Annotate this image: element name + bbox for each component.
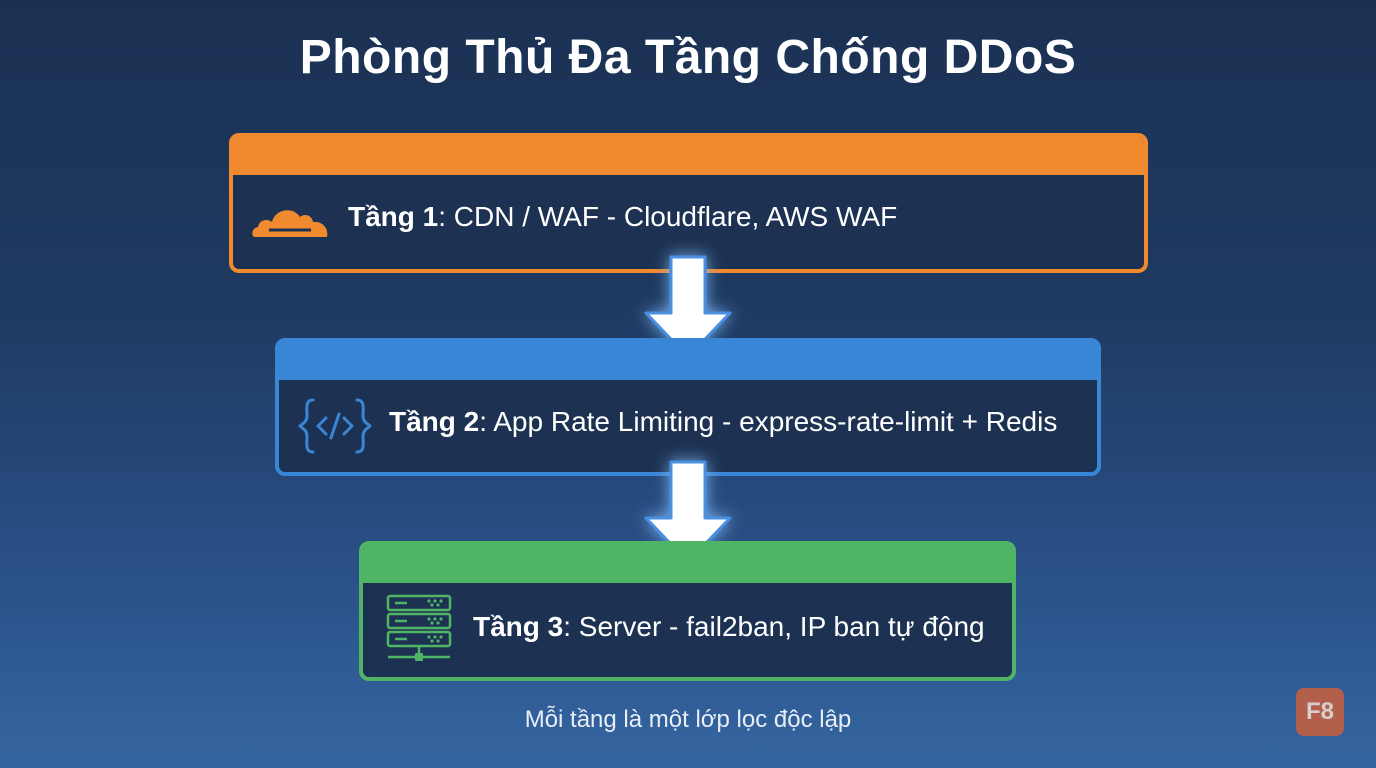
down-arrow-icon: [640, 253, 736, 366]
layer-3-label: Tầng 3: Server - fail2ban, IP ban tự độn…: [473, 611, 985, 643]
layer-3-content: Tầng 3: Server - fail2ban, IP ban tự độn…: [363, 583, 1012, 677]
layer-3-box: Tầng 3: Server - fail2ban, IP ban tự độn…: [359, 541, 1016, 681]
layer-1-name: Tầng 1: [348, 201, 439, 232]
layer-2-content: Tầng 2: App Rate Limiting - express-rate…: [279, 380, 1097, 472]
down-arrow-icon: [640, 458, 736, 571]
code-icon: [297, 396, 373, 461]
layer-3-description: : Server - fail2ban, IP ban tự động: [563, 611, 985, 642]
layer-1-description: : CDN / WAF - Cloudflare, AWS WAF: [438, 201, 898, 232]
layer-1-label: Tầng 1: CDN / WAF - Cloudflare, AWS WAF: [348, 201, 897, 233]
layer-1-box: Tầng 1: CDN / WAF - Cloudflare, AWS WAF: [229, 133, 1148, 273]
layer-1-header-band: [233, 137, 1144, 175]
layer-2-header-band: [279, 342, 1097, 380]
layer-2-name: Tầng 2: [389, 406, 480, 437]
cloud-icon: [249, 197, 333, 246]
layer-3-name: Tầng 3: [473, 611, 564, 642]
layer-3-header-band: [363, 545, 1012, 583]
f8-logo: F8: [1296, 688, 1344, 736]
layer-2-description: : App Rate Limiting - express-rate-limit…: [479, 406, 1058, 437]
layer-2-label: Tầng 2: App Rate Limiting - express-rate…: [389, 406, 1057, 438]
footer-caption: Mỗi tầng là một lớp lọc độc lập: [524, 706, 852, 733]
layer-1-content: Tầng 1: CDN / WAF - Cloudflare, AWS WAF: [233, 175, 1144, 269]
layer-2-box: Tầng 2: App Rate Limiting - express-rate…: [275, 338, 1101, 476]
server-icon: [385, 593, 455, 670]
page-title: Phòng Thủ Đa Tầng Chống DDoS: [299, 31, 1077, 84]
